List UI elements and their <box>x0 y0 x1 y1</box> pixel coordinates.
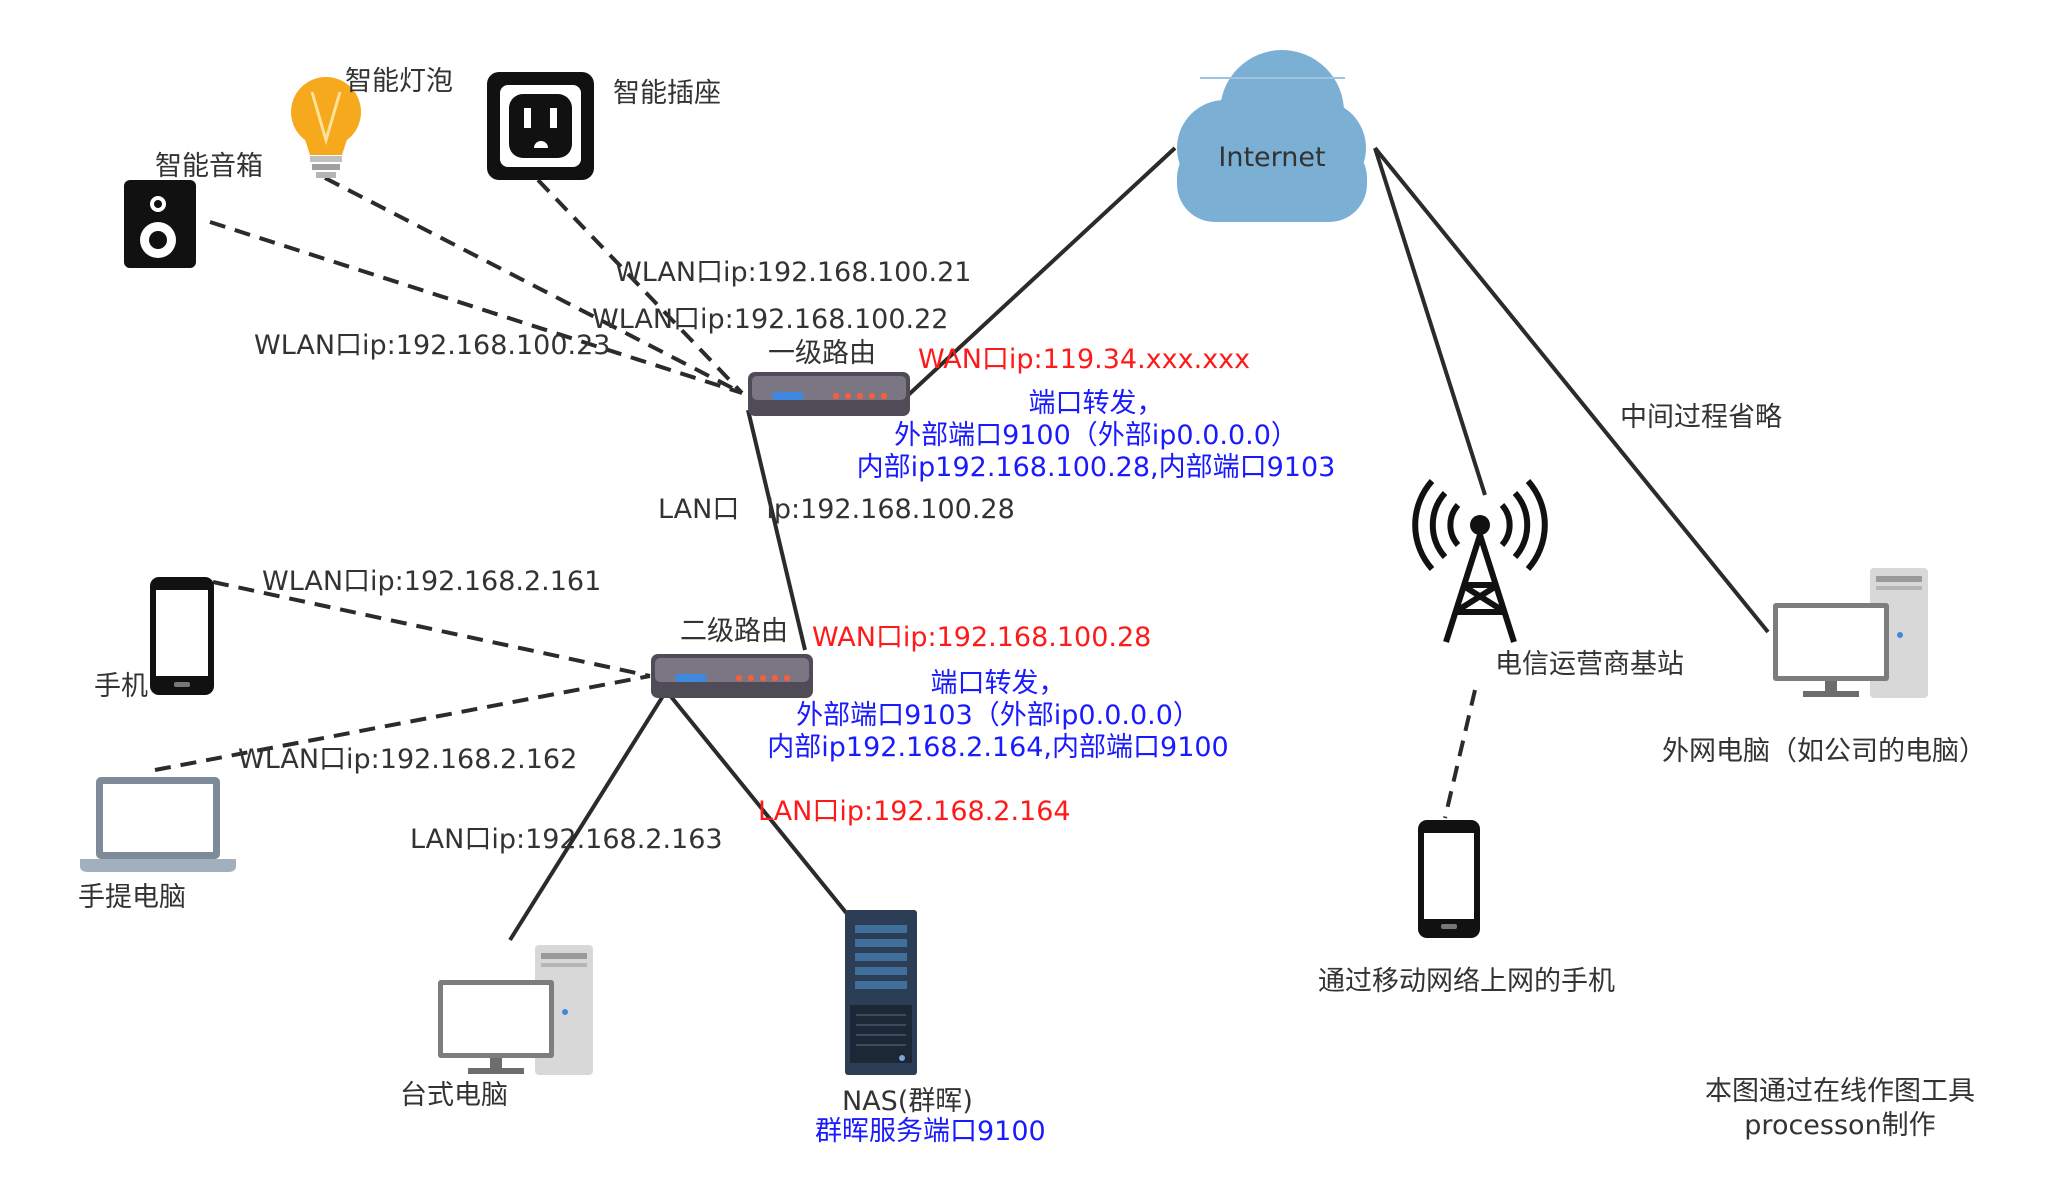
link-speaker-router1 <box>209 220 743 395</box>
internet-label: Internet <box>1218 142 1325 173</box>
link-socket-router1 <box>536 178 744 395</box>
router2-label: 二级路由 <box>680 616 788 647</box>
router1-label: 一级路由 <box>768 338 876 369</box>
forwarding-line: 端口转发， <box>931 668 1066 699</box>
nas-label: NAS(群晖) <box>842 1086 973 1117</box>
socket-ip-label: WLAN口ip:192.168.100.21 <box>615 257 971 288</box>
link-phone-router2 <box>212 580 651 678</box>
forwarding-line: 内部ip192.168.100.28,内部端口9103 <box>857 452 1336 483</box>
nas-ip-label: LAN口ip:192.168.2.164 <box>758 796 1071 827</box>
middle-omitted-label: 中间过程省略 <box>1620 402 1782 433</box>
cloud-icon <box>1177 50 1367 222</box>
nas-port-label: 群晖服务端口9100 <box>815 1116 1046 1147</box>
speaker-ip-label: WLAN口ip:192.168.100.23 <box>254 330 610 361</box>
link-bulb-router1 <box>324 176 743 395</box>
mobile-phone-label: 通过移动网络上网的手机 <box>1318 966 1615 997</box>
credit-note: 本图通过在线作图工具 processon制作 <box>1705 1076 1975 1141</box>
forwarding-line: 端口转发， <box>1029 388 1164 419</box>
phone-icon <box>150 577 214 695</box>
socket-icon <box>487 72 594 180</box>
credit-line: processon制作 <box>1744 1110 1935 1141</box>
link-router2-desktop <box>508 686 670 942</box>
desktop-icon <box>438 945 593 1075</box>
link-internet-remote-pc <box>1373 146 1770 634</box>
connections <box>154 146 1770 942</box>
tower-icon <box>1412 479 1548 643</box>
forwarding-line: 内部ip192.168.2.164,内部端口9100 <box>767 732 1228 763</box>
link-internet-tower <box>1373 147 1487 496</box>
phone-label: 手机 <box>94 671 148 702</box>
router1-forwarding-note: 端口转发， 外部端口9100（外部ip0.0.0.0） 内部ip192.168.… <box>857 388 1336 483</box>
router2-wan-label: WAN口ip:192.168.100.28 <box>812 622 1151 653</box>
phone-ip-label: WLAN口ip:192.168.2.161 <box>262 566 601 597</box>
credit-line: 本图通过在线作图工具 <box>1705 1076 1975 1107</box>
bulb-icon <box>291 77 361 178</box>
bulb-label: 智能灯泡 <box>345 66 453 97</box>
link-router2-nas <box>662 686 850 917</box>
laptop-ip-label: WLAN口ip:192.168.2.162 <box>238 744 577 775</box>
phone-icon <box>1418 820 1480 938</box>
desktop-ip-label: LAN口ip:192.168.2.163 <box>410 824 723 855</box>
link-router1-internet <box>903 146 1177 400</box>
bulb-ip-label: WLAN口ip:192.168.100.22 <box>592 304 948 335</box>
speaker-label: 智能音箱 <box>155 151 263 182</box>
link-router1-router2 <box>746 409 807 651</box>
tower-label: 电信运营商基站 <box>1495 649 1684 680</box>
laptop-label: 手提电脑 <box>78 882 186 913</box>
router-icon <box>651 654 813 698</box>
link-laptop-router2 <box>154 674 651 772</box>
router1-lan-label: LAN口 ip:192.168.100.28 <box>658 494 1015 525</box>
server-icon <box>845 910 917 1075</box>
desktop-label: 台式电脑 <box>400 1080 508 1111</box>
socket-label: 智能插座 <box>613 78 721 109</box>
remote-pc-label: 外网电脑（如公司的电脑） <box>1662 736 1986 767</box>
router1-wan-label: WAN口ip:119.34.xxx.xxx <box>918 344 1250 375</box>
desktop-icon <box>1773 568 1928 698</box>
router-icon <box>748 372 910 416</box>
forwarding-line: 外部端口9103（外部ip0.0.0.0） <box>796 700 1200 731</box>
speaker-icon <box>124 180 196 268</box>
laptop-icon <box>80 777 236 872</box>
router2-forwarding-note: 端口转发， 外部端口9103（外部ip0.0.0.0） 内部ip192.168.… <box>767 668 1228 763</box>
link-tower-mobile <box>1443 689 1477 819</box>
forwarding-line: 外部端口9100（外部ip0.0.0.0） <box>894 420 1298 451</box>
